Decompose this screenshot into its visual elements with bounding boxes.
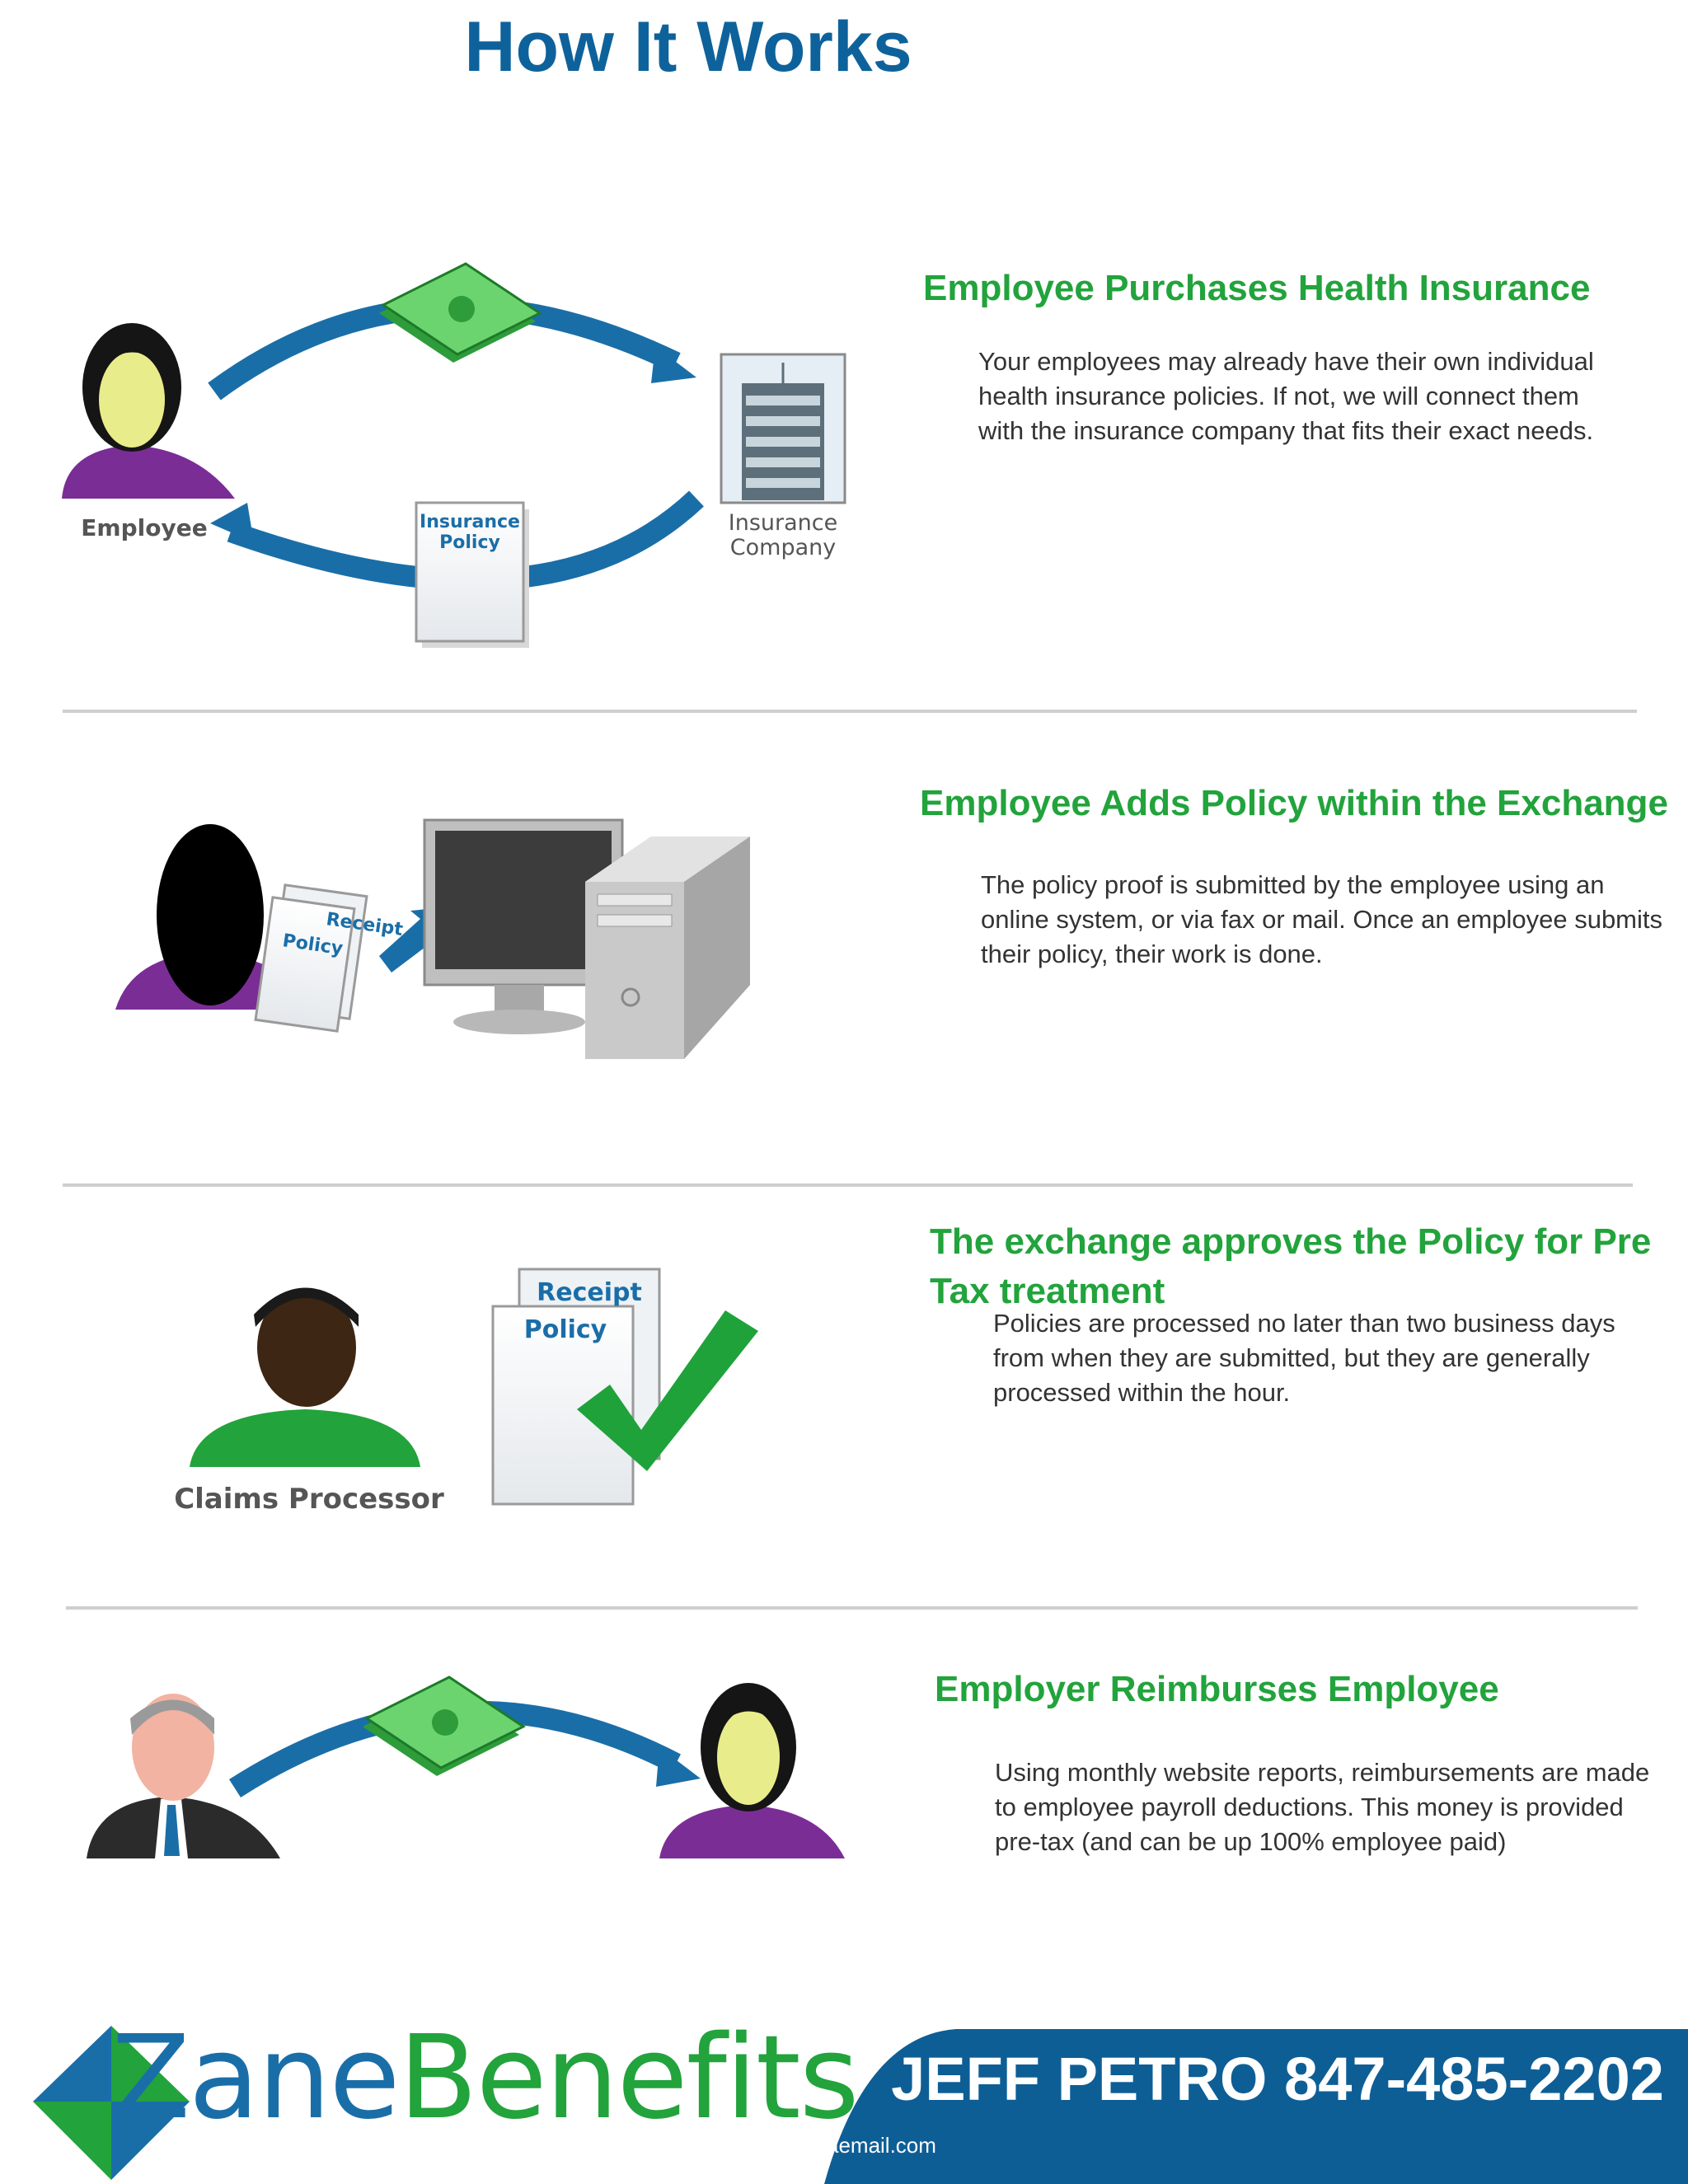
reimbursement-illustration: [87, 1675, 845, 1858]
money-icon: [379, 262, 542, 363]
footer-band: [33, 2026, 1688, 2184]
zane-logo-mark-icon: [33, 2026, 190, 2180]
section-3-heading-line1: The exchange approves the Policy for Pre: [930, 1221, 1652, 1262]
logo-zane-text: Zane: [111, 2011, 401, 2145]
insurance-company-building-icon: [720, 353, 846, 504]
claims-approval-illustration: Claims Processor Receipt Policy: [174, 1268, 758, 1516]
company-label-line1: Insurance: [729, 510, 837, 536]
section-3-body: Policies are processed no later than two…: [993, 1309, 1615, 1407]
section-3-heading-line2: Tax treatment: [930, 1271, 1165, 1311]
arrow-head-right-icon: [651, 346, 696, 383]
employee-woman-icon: [659, 1683, 845, 1858]
employee-woman-icon: [62, 323, 235, 499]
employer-man-icon: [87, 1694, 280, 1858]
arrow-head-right-icon: [656, 1747, 701, 1787]
section-4-body: Using monthly website reports, reimburse…: [995, 1758, 1650, 1856]
section-2-heading: Employee Adds Policy within the Exchange: [920, 783, 1668, 823]
arrow-head-left-icon: [210, 503, 254, 542]
policy-label-line1: Insurance: [420, 512, 520, 532]
money-icon: [363, 1675, 526, 1776]
zanebenefits-logo: ZaneBenefits: [111, 2011, 860, 2145]
divider-3: [66, 1606, 1638, 1610]
computer-tower-icon: [585, 837, 750, 1059]
logo-benefits-text: Benefits: [398, 2011, 860, 2145]
computer-monitor-icon: [423, 818, 624, 1034]
claims-processor-label: Claims Processor: [174, 1483, 444, 1516]
submit-policy-illustration: Receipt Policy: [115, 818, 750, 1059]
section-1-body: Your employees may already have their ow…: [978, 347, 1594, 445]
contact-email-link[interactable]: jpetro@iiaemail.com: [742, 2133, 936, 2158]
purchase-illustration: Employee Insurance Policy Insurance Comp…: [62, 262, 846, 648]
receipt-label: Receipt: [537, 1278, 642, 1307]
section-1-heading: Employee Purchases Health Insurance: [923, 268, 1591, 308]
receipt-policy-docs-icon: [254, 883, 368, 1033]
employee-label: Employee: [81, 514, 207, 541]
policy-label-line2: Policy: [439, 532, 500, 553]
checkmark-icon: [577, 1310, 758, 1471]
contact-name-phone: JEFF PETRO 847-485-2202: [891, 2045, 1664, 2113]
section-2-body: The policy proof is submitted by the emp…: [981, 870, 1663, 968]
page-title: How It Works: [464, 7, 912, 87]
section-3-heading: The exchange approves the Policy for Pre…: [930, 1217, 1651, 1316]
claims-processor-icon: [190, 1287, 420, 1467]
divider-2: [63, 1183, 1633, 1187]
section-4-heading: Employer Reimburses Employee: [935, 1669, 1499, 1709]
policy-label: Policy: [524, 1315, 607, 1344]
insurance-policy-doc-icon: [415, 501, 529, 648]
company-label-line2: Company: [730, 535, 836, 560]
divider-1: [63, 710, 1637, 713]
